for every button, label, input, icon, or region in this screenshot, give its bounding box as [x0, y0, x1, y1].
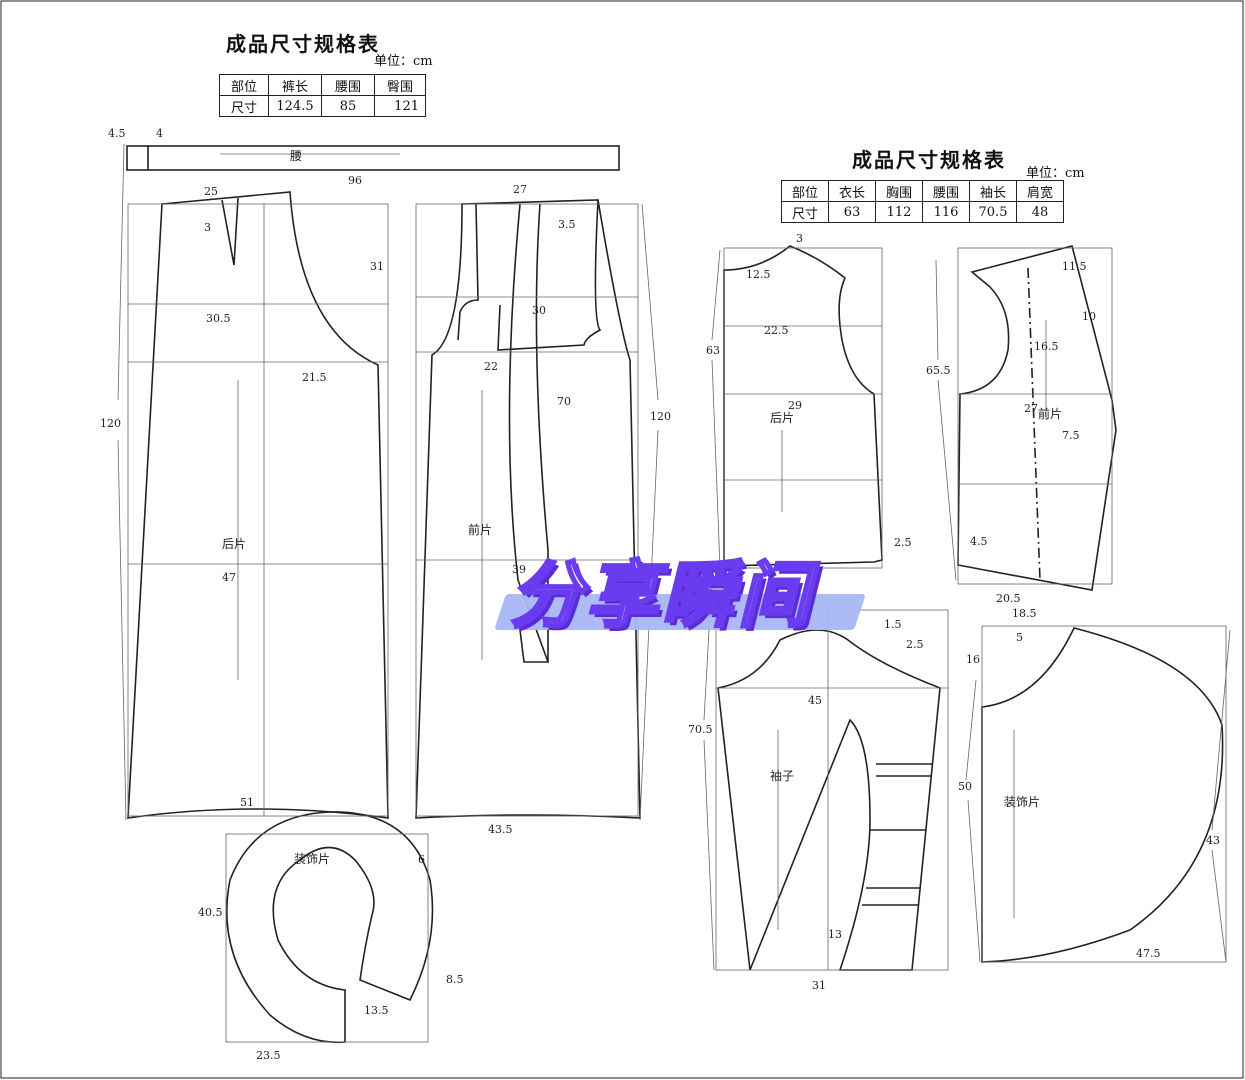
dim-label: 23.5: [256, 1049, 281, 1062]
dim-label: 1.5: [884, 618, 902, 631]
table-row: 尺寸 63 112 116 70.5 48: [781, 201, 1064, 223]
top-front-piece: [957, 245, 1117, 591]
dim-label: 51: [240, 796, 254, 809]
dim-label: 2.5: [906, 638, 924, 651]
ring-decor-piece: [226, 811, 434, 1044]
table-cell: 尺寸: [219, 95, 269, 117]
table-row: 尺寸 124.5 85 121: [219, 95, 426, 117]
table-cell: 124.5: [268, 95, 322, 117]
dim-label: 63: [706, 344, 720, 357]
dim-label: 30: [532, 304, 546, 317]
dim-label: 29: [788, 399, 802, 412]
table-row: 部位 裤长 腰围 臀围: [219, 74, 426, 96]
dim-label: 11.5: [1062, 260, 1087, 273]
dim-label: 16: [966, 653, 980, 666]
table-cell: 48: [1016, 201, 1064, 223]
table-cell: 63: [828, 201, 876, 223]
table-cell: 116: [922, 201, 970, 223]
dim-label: 3: [204, 221, 211, 234]
front-piece-label: 前片: [468, 522, 492, 537]
dim-label: 47.5: [1136, 947, 1161, 960]
watermark-banner: 分享瞬间: [492, 536, 872, 644]
dim-label: 6: [418, 853, 425, 866]
dim-label: 20.5: [996, 592, 1021, 605]
table-row: 部位 衣长 胸围 腰围 袖长 肩宽: [781, 180, 1064, 202]
dim-label: 27: [513, 183, 527, 196]
dim-label: 120: [100, 417, 121, 430]
top-unit-label: 单位：cm: [1026, 166, 1085, 181]
table-cell: 121: [374, 95, 426, 117]
dim-label: 65.5: [926, 364, 951, 377]
pants-spec-table: 部位 裤长 腰围 臀围 尺寸 124.5 85 121: [219, 74, 426, 117]
pants-spec-title: 成品尺寸规格表: [226, 32, 380, 56]
top-back-piece: [723, 245, 883, 567]
dim-label: 4.5: [108, 127, 126, 140]
front-pant-piece: [415, 199, 641, 819]
dim-label: 13: [828, 928, 842, 941]
dim-label: 3: [796, 232, 803, 245]
sleeve-label: 袖子: [770, 768, 794, 783]
dim-label: 120: [650, 410, 671, 423]
dim-label: 43.5: [488, 823, 513, 836]
top-spec-title: 成品尺寸规格表: [852, 148, 1006, 172]
waistband-label: 腰: [290, 149, 302, 163]
dim-label: 21.5: [302, 371, 327, 384]
dim-label: 13.5: [364, 1004, 389, 1017]
top-front-label: 前片: [1038, 406, 1062, 421]
dim-label: 47: [222, 571, 236, 584]
dim-label: 45: [808, 694, 822, 707]
top-back-label: 后片: [770, 411, 794, 425]
table-cell: 胸围: [875, 180, 923, 202]
table-cell: 70.5: [969, 201, 1017, 223]
back-pant-piece: [127, 191, 389, 819]
table-cell: 112: [875, 201, 923, 223]
dim-label: 31: [370, 260, 384, 273]
waistband-piece: [126, 145, 620, 171]
dim-label: 5: [1016, 631, 1023, 644]
large-decor-label: 装饰片: [1004, 795, 1040, 809]
table-cell: 肩宽: [1016, 180, 1064, 202]
dim-label: 3.5: [558, 218, 576, 231]
dim-label: 96: [348, 174, 362, 187]
dim-label: 40.5: [198, 906, 223, 919]
dim-label: 22.5: [764, 324, 789, 337]
dim-label: 7.5: [1062, 429, 1080, 442]
top-spec-table: 部位 衣长 胸围 腰围 袖长 肩宽 尺寸 63 112 116 70.5 48: [781, 180, 1064, 223]
dim-label: 4.5: [970, 535, 988, 548]
dim-label: 39: [512, 563, 526, 576]
dim-label: 2.5: [894, 536, 912, 549]
dim-label: 16.5: [1034, 340, 1059, 353]
dim-label: 8.5: [446, 973, 464, 986]
dim-label: 27: [1024, 402, 1038, 415]
large-decor-piece: [981, 627, 1224, 963]
dim-label: 4: [156, 127, 163, 140]
watermark-text: 分享瞬间: [508, 552, 815, 639]
dim-label: 22: [484, 360, 498, 373]
sleeve-piece: [717, 629, 941, 971]
table-cell: 尺寸: [781, 201, 829, 223]
dim-label: 43: [1206, 834, 1220, 847]
dim-label: 70.5: [688, 723, 713, 736]
back-piece-label: 后片: [222, 537, 246, 551]
dim-label: 12.5: [746, 268, 771, 281]
dim-label: 18.5: [1012, 607, 1037, 620]
dim-label: 50: [958, 780, 972, 793]
table-cell: 臀围: [374, 74, 426, 96]
dim-label: 70: [557, 395, 571, 408]
pants-unit-label: 单位：cm: [374, 54, 433, 69]
ring-decor-label: 装饰片: [294, 852, 330, 866]
table-cell: 85: [321, 95, 375, 117]
dim-label: 30.5: [206, 312, 231, 325]
dim-label: 25: [204, 185, 218, 198]
dim-label: 31: [812, 979, 826, 992]
dim-label: 10: [1082, 310, 1096, 323]
